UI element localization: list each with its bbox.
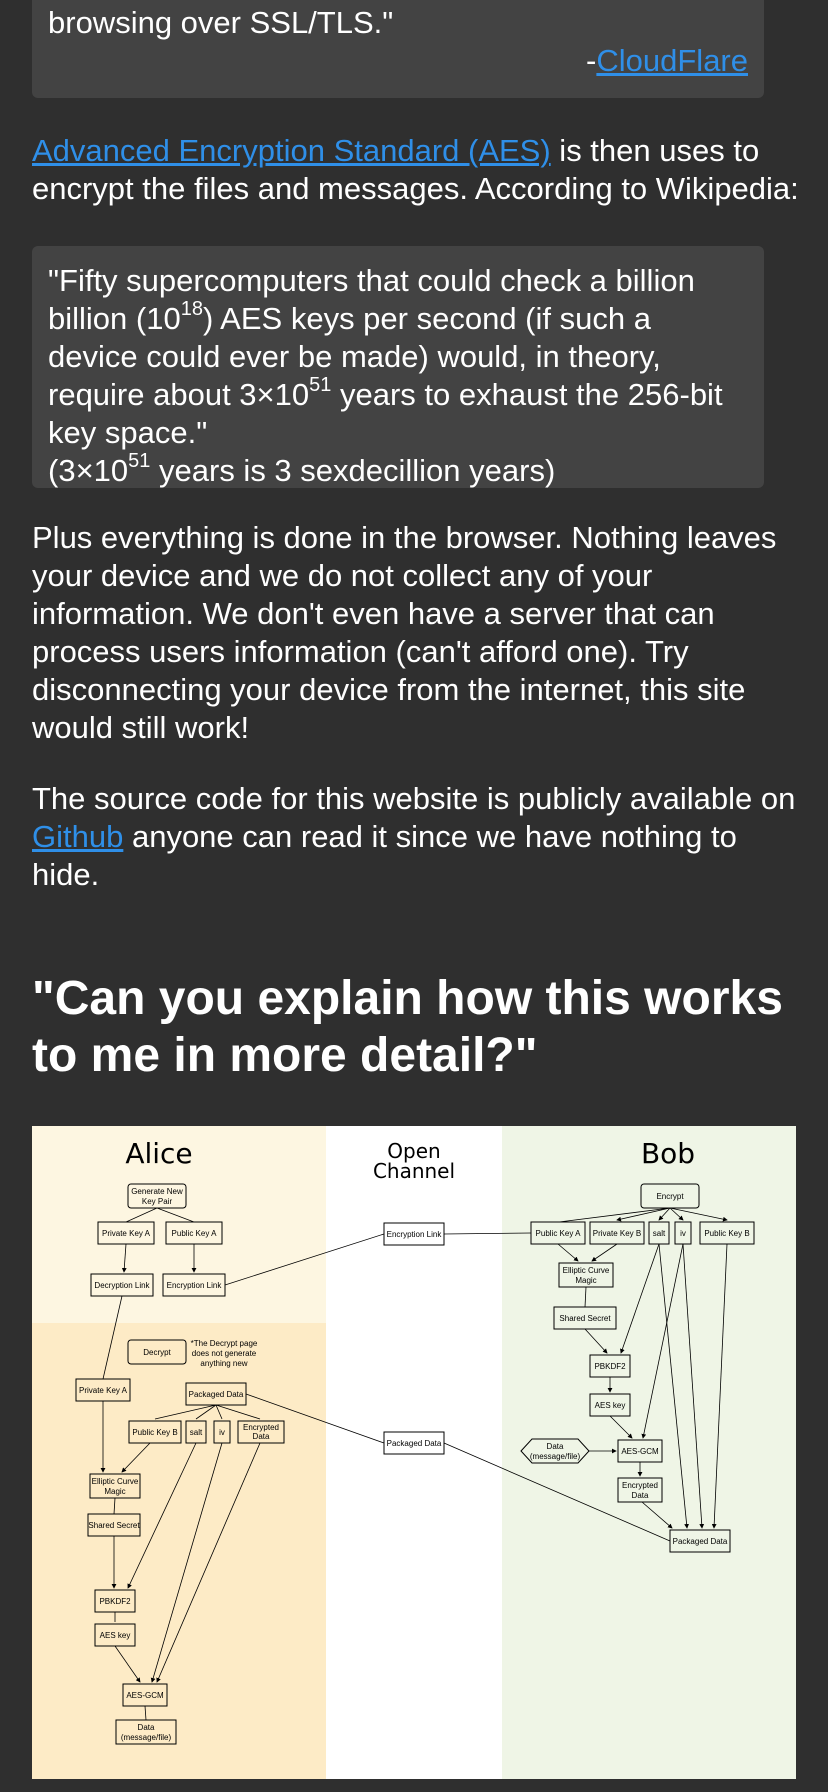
encrypted-data-label-2: Data bbox=[253, 1432, 270, 1441]
cloudflare-quote: browsing over SSL/TLS." -CloudFlare bbox=[32, 0, 764, 98]
bob-aes-key-label: AES key bbox=[595, 1401, 626, 1410]
alice-title: Alice bbox=[125, 1137, 192, 1170]
wikipedia-quote: "Fifty supercomputers that could check a… bbox=[32, 246, 764, 488]
bob-public-key-a-label: Public Key A bbox=[536, 1229, 582, 1238]
alice-encrypt-background bbox=[32, 1126, 326, 1323]
github-link[interactable]: Github bbox=[32, 819, 124, 854]
encrypted-data-label-1: Encrypted bbox=[243, 1423, 279, 1432]
pbkdf2-label: PBKDF2 bbox=[99, 1597, 131, 1606]
cloudflare-link[interactable]: CloudFlare bbox=[596, 43, 748, 78]
exponent-18: 18 bbox=[180, 298, 203, 320]
quote-text-3: years to exhaust the 256-bit key space." bbox=[48, 377, 723, 450]
bob-private-key-b-label: Private Key B bbox=[593, 1229, 641, 1238]
bob-encrypted-data-label-2: Data bbox=[632, 1491, 649, 1500]
bob-encrypted-data-box bbox=[617, 1477, 663, 1503]
bob-shared-secret-label: Shared Secret bbox=[559, 1314, 611, 1323]
bob-ecm-label-2: Magic bbox=[575, 1276, 596, 1285]
encrypt-label: Encrypt bbox=[656, 1192, 684, 1201]
quote-note-1: (3×10 bbox=[48, 453, 129, 488]
channel-title-1: Open bbox=[387, 1139, 440, 1163]
public-key-a-label: Public Key A bbox=[172, 1229, 218, 1238]
generate-label-2: Key Pair bbox=[142, 1197, 173, 1206]
salt-label: salt bbox=[190, 1428, 203, 1437]
bob-data-label-1: Data bbox=[547, 1442, 564, 1451]
aes-key-label: AES key bbox=[100, 1631, 131, 1640]
data-label-1: Data bbox=[138, 1723, 155, 1732]
decryption-link-label: Decryption Link bbox=[94, 1281, 150, 1290]
decrypt-note-2: does not generate bbox=[192, 1349, 257, 1358]
channel-encryption-link-label: Encryption Link bbox=[387, 1230, 443, 1239]
encryption-link-label: Encryption Link bbox=[167, 1281, 223, 1290]
quote-note-2: years is 3 sexdecillion years) bbox=[150, 453, 556, 488]
decrypt-box bbox=[127, 1339, 187, 1365]
exponent-51-note: 51 bbox=[128, 450, 151, 472]
decrypt-note-1: *The Decrypt page bbox=[191, 1339, 258, 1348]
ecm-label-1: Elliptic Curve bbox=[92, 1477, 139, 1486]
section-heading: "Can you explain how this works to me in… bbox=[32, 972, 783, 1082]
exponent-51: 51 bbox=[309, 374, 332, 396]
source-text-before: The source code for this website is publ… bbox=[32, 781, 796, 816]
bob-packaged-data-label: Packaged Data bbox=[673, 1537, 728, 1546]
bob-title: Bob bbox=[641, 1137, 695, 1170]
decrypt-note-3: anything new bbox=[200, 1359, 247, 1368]
generate-label-1: Generate New bbox=[131, 1187, 183, 1196]
bob-pbkdf2-label: PBKDF2 bbox=[594, 1362, 626, 1371]
cloudflare-attribution: -CloudFlare bbox=[586, 42, 748, 80]
iv-label: iv bbox=[219, 1428, 225, 1437]
encryption-flow-diagram: Alice Open Channel Bob bbox=[32, 1126, 796, 1779]
bob-encrypted-data-label-1: Encrypted bbox=[622, 1481, 658, 1490]
private-key-a-2-label: Private Key A bbox=[79, 1386, 128, 1395]
quote-text-2: ) AES keys per second (if such a device … bbox=[48, 301, 661, 412]
bob-ecm-label-1: Elliptic Curve bbox=[563, 1266, 610, 1275]
shared-secret-label: Shared Secret bbox=[88, 1521, 140, 1530]
quote-text-1: "Fifty supercomputers that could check a… bbox=[48, 263, 695, 336]
browser-paragraph: Plus everything is done in the browser. … bbox=[32, 520, 777, 745]
source-code-paragraph: The source code for this website is publ… bbox=[32, 780, 802, 894]
channel-packaged-data-label: Packaged Data bbox=[387, 1439, 442, 1448]
bob-data-label-2: (message/file) bbox=[530, 1452, 581, 1461]
bob-salt-label: salt bbox=[653, 1229, 666, 1238]
encrypted-data-box bbox=[237, 1420, 285, 1444]
aes-wikipedia-link[interactable]: Advanced Encryption Standard (AES) bbox=[32, 133, 551, 168]
cloudflare-quote-text: browsing over SSL/TLS." bbox=[48, 5, 394, 40]
aes-gcm-label: AES-GCM bbox=[126, 1691, 164, 1700]
aes-paragraph-text: is then uses to encrypt the files and me… bbox=[32, 133, 799, 206]
attribution-dash: - bbox=[586, 43, 597, 78]
bob-iv-label: iv bbox=[680, 1229, 686, 1238]
source-text-after: anyone can read it since we have nothing… bbox=[32, 819, 737, 892]
alice-decrypt-background bbox=[32, 1323, 326, 1779]
private-key-a-label: Private Key A bbox=[102, 1229, 151, 1238]
aes-paragraph: Advanced Encryption Standard (AES) is th… bbox=[32, 132, 802, 208]
decrypt-label: Decrypt bbox=[143, 1348, 171, 1357]
channel-title-2: Channel bbox=[373, 1159, 455, 1183]
data-label-2: (message/file) bbox=[121, 1733, 172, 1742]
bob-aes-gcm-label: AES-GCM bbox=[621, 1447, 659, 1456]
bob-public-key-b-label: Public Key B bbox=[704, 1229, 749, 1238]
public-key-b-box bbox=[128, 1420, 182, 1444]
packaged-data-label: Packaged Data bbox=[189, 1390, 244, 1399]
public-key-b-label: Public Key B bbox=[132, 1428, 177, 1437]
ecm-label-2: Magic bbox=[104, 1487, 125, 1496]
channel-background bbox=[326, 1126, 502, 1779]
